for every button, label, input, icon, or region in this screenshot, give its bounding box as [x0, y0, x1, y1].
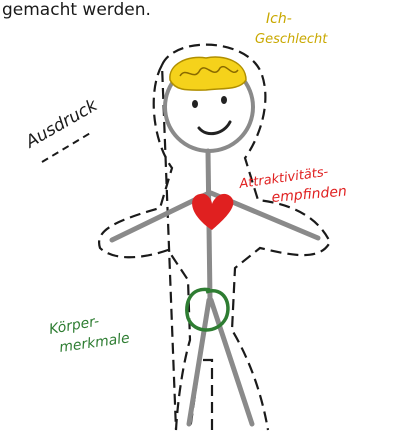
smile: [199, 122, 230, 134]
label-attraktiv-line2: empfinden: [271, 183, 348, 206]
label-ausdruck: Ausdruck: [22, 95, 102, 153]
heart-icon: [192, 194, 233, 230]
left-leg: [189, 300, 209, 424]
label-ich-line2: Geschlecht: [255, 32, 328, 47]
dashed-outline: [99, 45, 330, 430]
left-eye: [192, 100, 198, 108]
right-eye: [221, 96, 227, 104]
label-koerper-line1: Körper-: [48, 313, 101, 338]
label-ich-line1: Ich-: [266, 11, 292, 27]
